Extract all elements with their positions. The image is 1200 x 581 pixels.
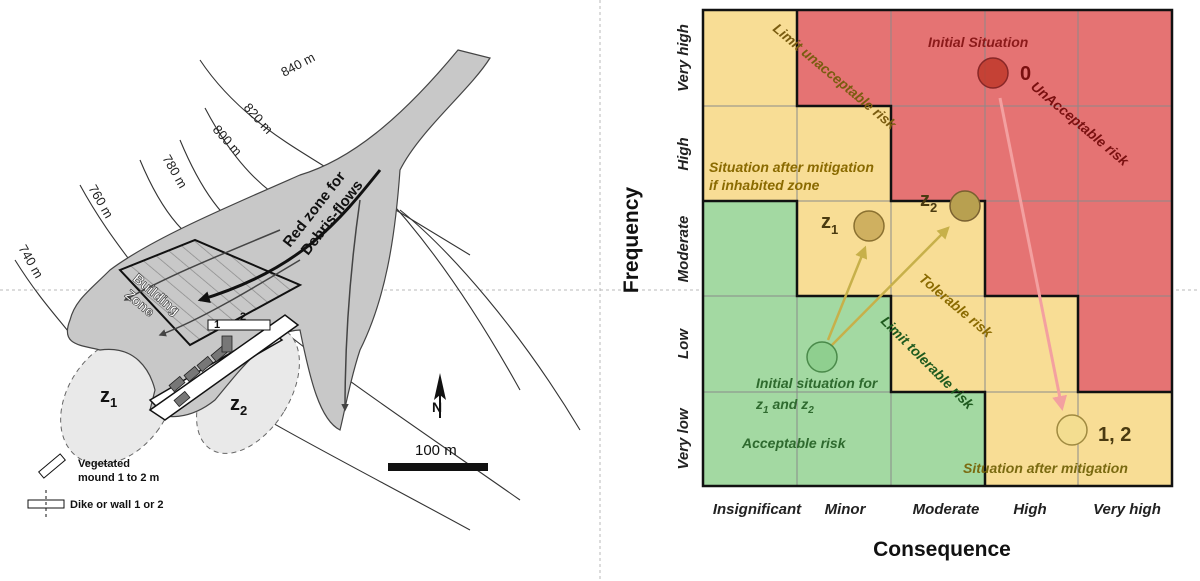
legend-vegetated-swatch [37,453,67,479]
main-flow-arrow [197,169,382,303]
consequence-tick-minor: Minor [825,501,867,518]
legend-vegetated-line1: Vegetated [78,458,130,470]
zone-z1-label: z1 [100,385,117,410]
point-z1 [853,210,885,242]
contour-label-780: 780 m [159,152,190,191]
point-initial-situation [977,57,1009,89]
hazard-map: 840 m 820 m 800 m 780 m 760 m 740 m 1 2 [14,49,581,531]
point-z2 [949,190,981,222]
flow-arrow-west-2 [158,259,301,337]
point-label-z1: z1 [821,211,838,237]
point-initial-z [806,341,838,373]
after-mitigation-inhabited-line2: if inhabited zone [709,177,820,193]
acceptable-risk-label: Acceptable risk [741,435,847,451]
contour-label-840: 840 m [278,49,317,79]
consequence-tick-high: High [1013,501,1046,518]
initial-situation-z-line2: z1 and z2 [755,396,814,416]
zone-z2-label: z2 [230,393,247,418]
scale-bar [388,463,488,471]
point-mitigated [1056,414,1088,446]
after-mitigation-inhabited-line1: Situation after mitigation [709,159,874,175]
point-label-z2: z2 [920,189,937,215]
contour-line-south-1 [269,319,521,501]
initial-situation-z-line1: Initial situation for [756,375,879,391]
frequency-tick-very-high: Very high [675,24,692,92]
limit-tolerable-line [703,199,987,486]
contour-label-800: 800 m [210,122,245,159]
point-label-0: 0 [1020,63,1031,85]
consequence-tick-insignificant: Insignificant [713,501,802,518]
risk-matrix: Initial Situation UnAcceptable risk Limi… [620,8,1174,561]
limit-unacceptable-line [795,10,1172,394]
point-label-1-2: 1, 2 [1098,424,1131,446]
arrow-initial-to-z1 [826,245,868,341]
flow-arrow-south [341,199,361,412]
map-legend: Vegetated mound 1 to 2 m Dike or wall 1 … [27,453,164,520]
north-arrow-icon: N [432,373,446,418]
consequence-tick-very-high: Very high [1093,501,1161,518]
matrix-cells [703,10,1172,486]
frequency-tick-moderate: Moderate [675,216,692,283]
consequence-tick-moderate: Moderate [913,501,980,518]
contour-line-east-2 [399,209,581,431]
dike-number-1: 1 [214,319,220,331]
axis-title-consequence: Consequence [873,538,1011,561]
contour-label-740: 740 m [15,242,46,281]
contour-label-820: 820 m [241,100,276,137]
arrow-initial-to-mitigated [998,97,1068,411]
axis-title-frequency: Frequency [620,187,643,294]
after-mitigation-label: Situation after mitigation [963,460,1128,476]
dike-number-2: 2 [240,311,246,323]
arrow-initial-to-z2 [831,226,950,346]
initial-situation-label: Initial Situation [928,34,1028,50]
north-letter: N [432,399,442,415]
buildings [168,335,233,408]
legend-vegetated-line2: mound 1 to 2 m [78,472,160,484]
frequency-tick-high: High [675,137,692,170]
legend-dike-label: Dike or wall 1 or 2 [70,499,164,511]
frequency-tick-low: Low [675,328,692,359]
scale-label: 100 m [415,442,457,459]
dike-wall [207,319,271,331]
flow-arrow-west [123,229,281,301]
frequency-tick-very-low: Very low [675,407,692,469]
red-zone-debris-flows [66,49,491,431]
